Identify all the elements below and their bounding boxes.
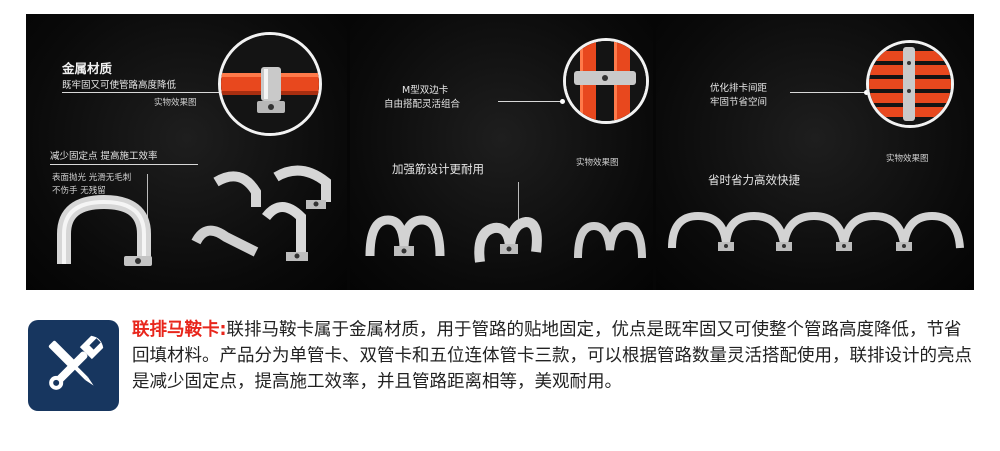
wrench-screwdriver-icon — [28, 320, 119, 411]
benefit-line: 减少固定点 提高施工效率 — [50, 151, 158, 162]
panel-double-clamp: M型双边卡 自由搭配灵活组合 实物效果图 加强筋设计更耐用 — [350, 14, 653, 290]
clamp-group-image — [191, 165, 331, 261]
pipe-closeup-image — [218, 32, 322, 136]
spacing-line-2: 牢固节省空间 — [710, 97, 768, 108]
finish-line-2: 不伤手 无残留 — [52, 186, 106, 196]
description-title: 联排马鞍卡: — [132, 320, 227, 340]
panel-five-clamp: 优化排卡间距 牢固节省空间 实物效果图 省时省力高效快捷 — [656, 14, 974, 290]
multi-pipes-closeup-image — [866, 40, 954, 128]
double-clamp-image — [365, 215, 445, 257]
leader-line — [498, 101, 562, 102]
material-subtitle: 既牢固又可使管路高度降低 — [62, 80, 177, 91]
effect-label: 实物效果图 — [154, 98, 197, 108]
efficiency-line: 省时省力高效快捷 — [708, 173, 800, 187]
pipes-closeup-image — [563, 38, 649, 124]
effect-label: 实物效果图 — [576, 158, 619, 168]
material-title: 金属材质 — [62, 61, 113, 76]
description-section: 联排马鞍卡:联排马鞍卡属于金属材质，用于管路的贴地固定，优点是既牢固又可使整个管… — [0, 290, 1000, 451]
type-line-1: M型双边卡 — [402, 85, 449, 96]
leader-line — [790, 92, 866, 93]
pointer-line — [518, 182, 519, 232]
effect-label: 实物效果图 — [886, 154, 929, 164]
finish-line-1: 表面抛光 光滑无毛刺 — [52, 173, 132, 183]
double-clamp-angle-image — [474, 216, 542, 263]
double-clamp-side-image — [574, 221, 646, 259]
leader-line — [62, 92, 222, 93]
product-banner: 金属材质 既牢固又可使管路高度降低 实物效果图 减少固定点 提高施工效率 表面抛… — [26, 14, 974, 290]
rib-line: 加强筋设计更耐用 — [392, 162, 484, 176]
panel-metal-material: 金属材质 既牢固又可使管路高度降低 实物效果图 减少固定点 提高施工效率 表面抛… — [26, 14, 347, 290]
single-clamp-image — [57, 194, 152, 266]
spacing-line-1: 优化排卡间距 — [710, 83, 768, 94]
description-body: 联排马鞍卡属于金属材质，用于管路的贴地固定，优点是既牢固又可使整个管路高度降低，… — [132, 320, 972, 392]
leader-line — [50, 164, 198, 165]
five-clamp-image — [668, 211, 964, 251]
pointer-dot — [560, 99, 565, 104]
type-line-2: 自由搭配灵活组合 — [384, 99, 461, 110]
description-text: 联排马鞍卡:联排马鞍卡属于金属材质，用于管路的贴地固定，优点是既牢固又可使整个管… — [132, 317, 978, 395]
